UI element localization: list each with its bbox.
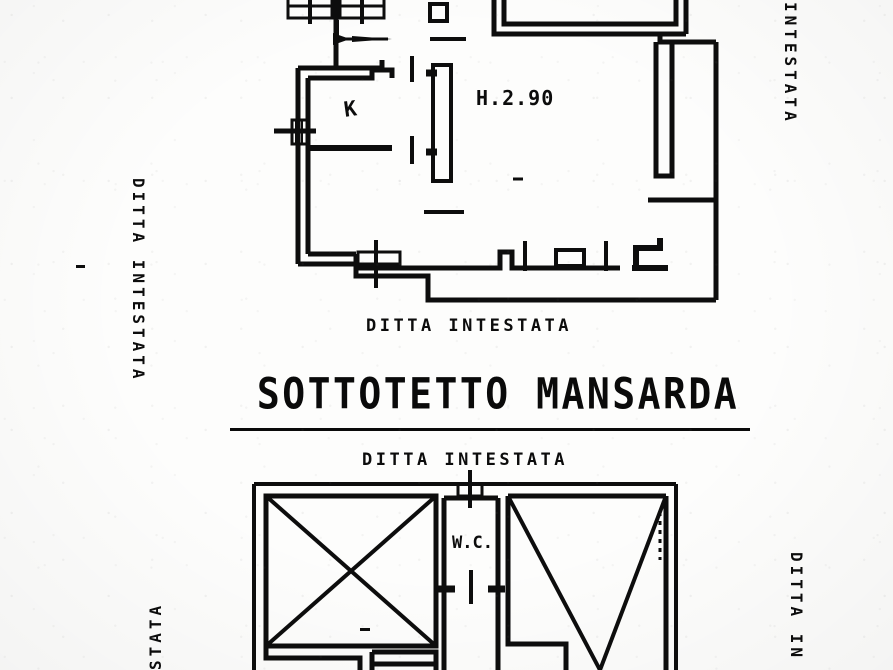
central-partition-wall [410,56,453,183]
right-room-with-v [505,493,669,670]
window-symbol-wc [456,470,484,508]
bottom-detail-objects [523,238,668,271]
top-right-room-walls [491,0,689,37]
lower-bottom-strip [263,646,439,670]
stair-treads-icon [286,0,386,24]
right-outer-walls [653,34,719,300]
ditta-intestata-left-label: DITTA INTESTATA [129,178,148,383]
height-annotation: H.2.90 [476,86,555,110]
ink-speck [76,265,85,268]
ditta-intestata-top-label: DITTA INTESTATA [366,316,573,336]
lower-band-walls [353,240,700,303]
window-symbol-left [274,118,316,146]
ditta-intestata-middle-label: DITTA INTESTATA [362,450,569,470]
left-room-with-x [263,493,439,649]
stata-left-label: STATA [146,601,165,670]
lower-plan-group [252,470,678,670]
ditta-in-right-label: DITTA IN [787,552,806,662]
room-mark-k: K [342,96,359,122]
intestata-right-label: INTESTATA [781,2,800,125]
wc-label: W.C. [452,533,493,553]
plan-title-text: SOTTOTETTO MANSARDA [256,369,740,419]
plan-title-underline [230,428,750,431]
upper-plan-group [76,0,719,303]
wc-room-walls [437,495,505,670]
duct-square [428,2,449,23]
plan-title: SOTTOTETTO MANSARDA [248,369,748,419]
main-room-walls [295,60,395,267]
